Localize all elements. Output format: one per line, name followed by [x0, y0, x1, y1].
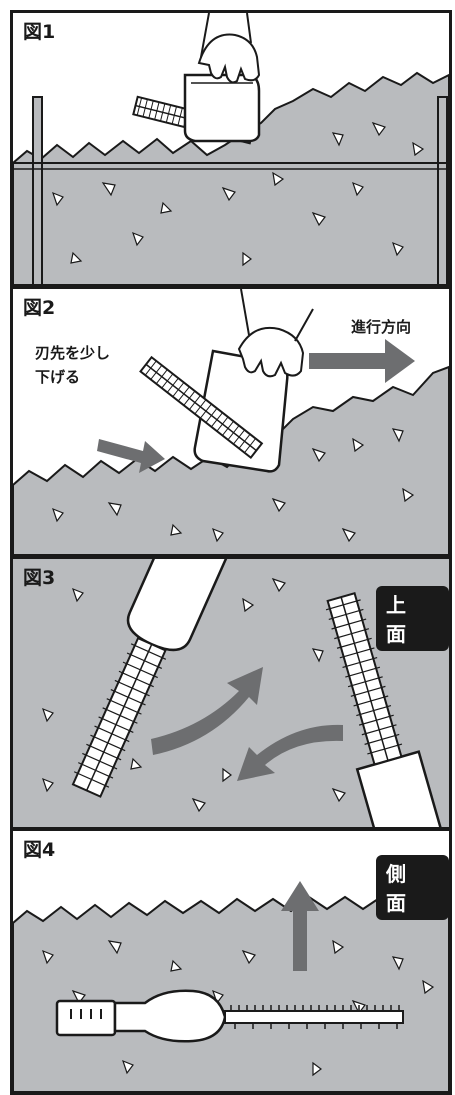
- arrow-icon: [309, 339, 415, 383]
- trimmer-icon: [55, 989, 404, 1043]
- blade-icon: [139, 355, 264, 460]
- figure-4-illustration: [13, 881, 449, 1092]
- figure-1-panel: 図1: [10, 10, 452, 288]
- trimmer-icon: [183, 73, 261, 143]
- view-badge: 側 面: [376, 855, 449, 920]
- hand-icon: [197, 33, 261, 84]
- hand-icon: [237, 327, 305, 378]
- view-badge: 上 面: [376, 586, 449, 651]
- figure-label: 図2: [23, 297, 56, 319]
- trimmer-icon: [325, 592, 448, 827]
- post-icon: [437, 96, 448, 285]
- arrow-icon: [281, 881, 319, 971]
- arrow-icon: [151, 667, 263, 755]
- figure-2-illustration: [13, 289, 449, 555]
- tip-annotation-line: 下げる: [35, 368, 81, 386]
- leaf-specks: [52, 428, 415, 543]
- trimmer-icon: [71, 559, 233, 798]
- figure-1-illustration: [13, 13, 449, 285]
- tip-annotation: 刃先を少し 下げる: [35, 341, 110, 389]
- arrow-icon: [237, 724, 343, 781]
- figure-label: 図3: [23, 567, 56, 589]
- post-icon: [32, 96, 43, 285]
- tip-annotation-line: 刃先を少し: [35, 344, 111, 362]
- blade-icon: [224, 1010, 404, 1024]
- figure-label: 図4: [23, 839, 56, 861]
- figure-2-panel: 図2 刃先を少し 下げる 進行方向: [10, 286, 452, 558]
- direction-label: 進行方向: [351, 318, 412, 336]
- figure-4-panel: 図4 側 面: [10, 828, 452, 1095]
- leaf-specks: [52, 121, 425, 267]
- figure-label: 図1: [23, 21, 56, 43]
- arrow-icon: [97, 439, 165, 473]
- leaf-specks: [42, 939, 435, 1077]
- figure-3-panel: 図3 上 面: [10, 556, 452, 830]
